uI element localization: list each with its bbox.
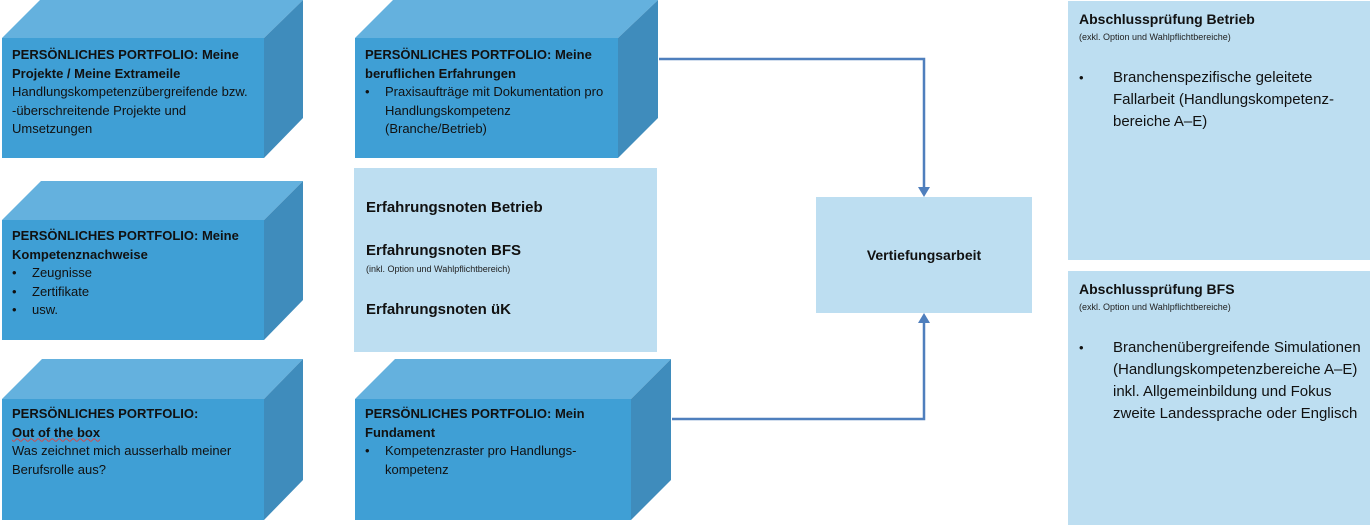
cube-shape: [2, 359, 303, 520]
grades-uek: Erfahrungsnoten üK: [366, 301, 511, 318]
connector-experience-to-vertiefung: [659, 57, 926, 189]
bullet-list: Praxisaufträge mit Dokumentation pro Han…: [365, 83, 615, 139]
cube-body: Was zeichnet mich ausserhalb meiner Beru…: [12, 443, 232, 477]
list-item: Praxisaufträge mit Dokumentation pro Han…: [365, 83, 615, 139]
cube-shape: [2, 0, 303, 158]
bullet-list: Kompetenzraster pro Handlungs-kompetenz: [365, 442, 627, 479]
cube-out-of-the-box: PERSÖNLICHES PORTFOLIO: Out of the box W…: [2, 359, 304, 521]
vertiefungsarbeit-box: Vertiefungsarbeit: [816, 197, 1032, 313]
arrowhead-down-icon: [918, 187, 930, 197]
cube-title: PERSÖNLICHES PORTFOLIO: Meine berufliche…: [365, 47, 592, 81]
cube-title: PERSÖNLICHES PORTFOLIO: Meine Kompetenzn…: [12, 228, 239, 262]
list-item: Branchenspezifische geleitete Fallarbeit…: [1079, 67, 1364, 133]
bullet-list: Branchenspezifische geleitete Fallarbeit…: [1079, 67, 1364, 133]
grades-bfs-note: (inkl. Option und Wahlpflichtbereich): [366, 264, 511, 274]
grades-panel: Erfahrungsnoten Betrieb Erfahrungsnoten …: [354, 168, 657, 352]
cube-experience: PERSÖNLICHES PORTFOLIO: Meine berufliche…: [355, 0, 659, 160]
exam-bfs-panel: Abschlussprüfung BFS (exkl. Option und W…: [1068, 271, 1370, 525]
cube-competence: PERSÖNLICHES PORTFOLIO: Meine Kompetenzn…: [2, 181, 304, 341]
exam-betrieb-panel: Abschlussprüfung Betrieb (exkl. Option u…: [1068, 1, 1370, 260]
connector-foundation-to-vertiefung: [672, 321, 926, 421]
exam-bfs-note: (exkl. Option und Wahlpflichtbereiche): [1079, 302, 1231, 312]
cube-foundation: PERSÖNLICHES PORTFOLIO: Mein Fundament K…: [355, 359, 672, 521]
cube-title: PERSÖNLICHES PORTFOLIO: Meine Projekte /…: [12, 47, 239, 81]
bullet-list: Branchenübergreifende Simulationen (Hand…: [1079, 337, 1364, 425]
vertiefungsarbeit-label: Vertiefungsarbeit: [866, 247, 982, 263]
exam-betrieb-title: Abschlussprüfung Betrieb: [1079, 11, 1255, 27]
cube-subtitle-text: Out of the box: [12, 424, 101, 440]
list-item: Kompetenzraster pro Handlungs-kompetenz: [365, 442, 627, 479]
arrowhead-up-icon: [918, 313, 930, 323]
list-item: usw.: [12, 301, 262, 320]
list-item: Branchenübergreifende Simulationen (Hand…: [1079, 337, 1364, 425]
exam-betrieb-note: (exkl. Option und Wahlpflichtbereiche): [1079, 32, 1231, 42]
exam-bfs-title: Abschlussprüfung BFS: [1079, 281, 1235, 297]
cube-projects: PERSÖNLICHES PORTFOLIO: Meine Projekte /…: [2, 0, 304, 160]
list-item: Zertifikate: [12, 283, 262, 302]
grades-bfs: Erfahrungsnoten BFS: [366, 242, 522, 259]
grades-betrieb: Erfahrungsnoten Betrieb: [366, 199, 543, 216]
list-item: Zeugnisse: [12, 264, 262, 283]
bullet-list: Zeugnisse Zertifikate usw.: [12, 264, 262, 320]
cube-title: PERSÖNLICHES PORTFOLIO:: [12, 406, 199, 421]
cube-title: PERSÖNLICHES PORTFOLIO: Mein Fundament: [365, 406, 585, 440]
cube-body: Handlungskompetenzübergreifende bzw. -üb…: [12, 84, 248, 136]
cube-subtitle: Out of the box: [12, 424, 262, 443]
